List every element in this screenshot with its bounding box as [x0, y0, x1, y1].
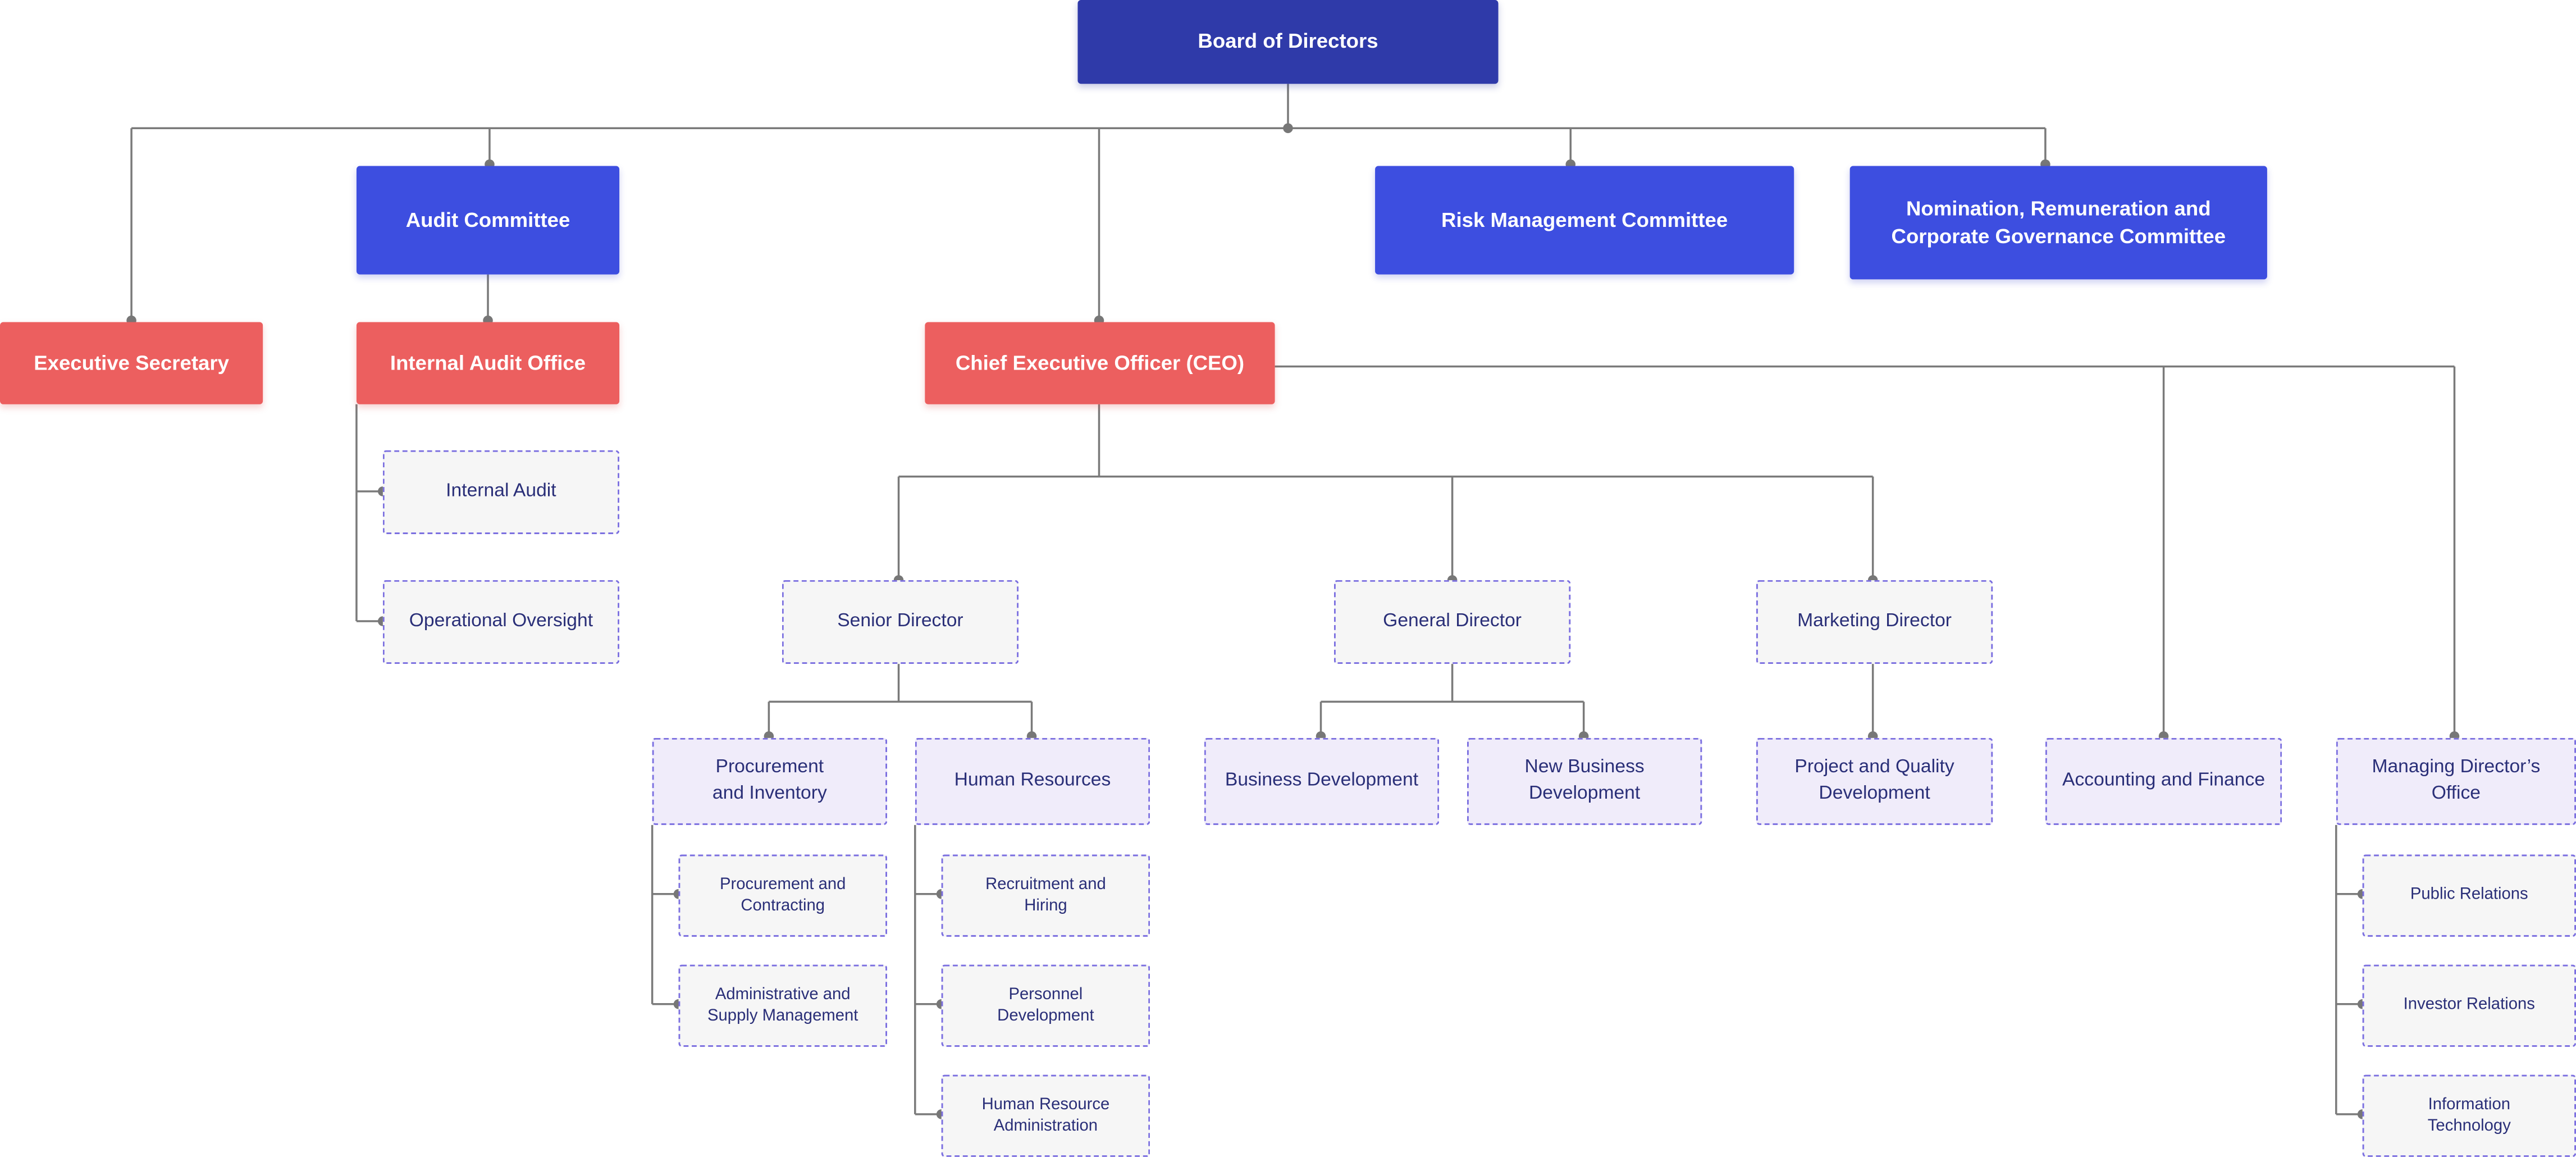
- node-project-quality-development: Project and Quality Development: [1756, 737, 1993, 825]
- node-ceo: Chief Executive Officer (CEO): [925, 322, 1275, 404]
- node-general-director: General Director: [1333, 580, 1571, 664]
- node-nomination-committee: Nomination, Remuneration and Corporate G…: [1849, 166, 2267, 280]
- node-personnel-development: Personnel Development: [941, 964, 1150, 1047]
- node-human-resources: Human Resources: [915, 737, 1150, 825]
- node-internal-audit-office: Internal Audit Office: [356, 322, 620, 404]
- node-recruitment-hiring: Recruitment and Hiring: [941, 854, 1150, 937]
- node-administrative-supply: Administrative and Supply Management: [678, 964, 888, 1047]
- node-procurement-inventory: Procurement and Inventory: [652, 737, 888, 825]
- connector-ceo-right: [1275, 365, 2456, 738]
- connector-procurement: [651, 825, 679, 1005]
- connector-board-bus: [130, 84, 2047, 322]
- connector-senior: [768, 664, 1033, 738]
- node-investor-relations: Investor Relations: [2362, 964, 2576, 1047]
- node-public-relations: Public Relations: [2362, 854, 2576, 937]
- node-business-development: Business Development: [1204, 737, 1440, 825]
- node-information-technology: Information Technology: [2362, 1074, 2576, 1157]
- node-board-of-directors: Board of Directors: [1077, 0, 1499, 84]
- node-risk-management-committee: Risk Management Committee: [1375, 166, 1794, 275]
- connector-general: [1319, 664, 1585, 738]
- node-executive-secretary: Executive Secretary: [0, 322, 263, 404]
- connector-md: [2335, 825, 2363, 1115]
- connector-hr: [914, 825, 942, 1115]
- node-internal-audit: Internal Audit: [382, 450, 620, 534]
- node-managing-directors-office: Managing Director’s Office: [2336, 737, 2576, 825]
- connector-internal-audit: [355, 404, 383, 622]
- node-marketing-director: Marketing Director: [1756, 580, 1993, 664]
- node-procurement-contracting: Procurement and Contracting: [678, 854, 888, 937]
- node-new-business-development: New Business Development: [1467, 737, 1702, 825]
- connector-dot: [1283, 123, 1293, 134]
- node-accounting-finance: Accounting and Finance: [2045, 737, 2282, 825]
- node-hr-administration: Human Resource Administration: [941, 1074, 1150, 1157]
- node-operational-oversight: Operational Oversight: [382, 580, 620, 664]
- node-senior-director: Senior Director: [782, 580, 1019, 664]
- connector-ceo-directors: [897, 404, 1874, 580]
- node-audit-committee: Audit Committee: [356, 166, 620, 275]
